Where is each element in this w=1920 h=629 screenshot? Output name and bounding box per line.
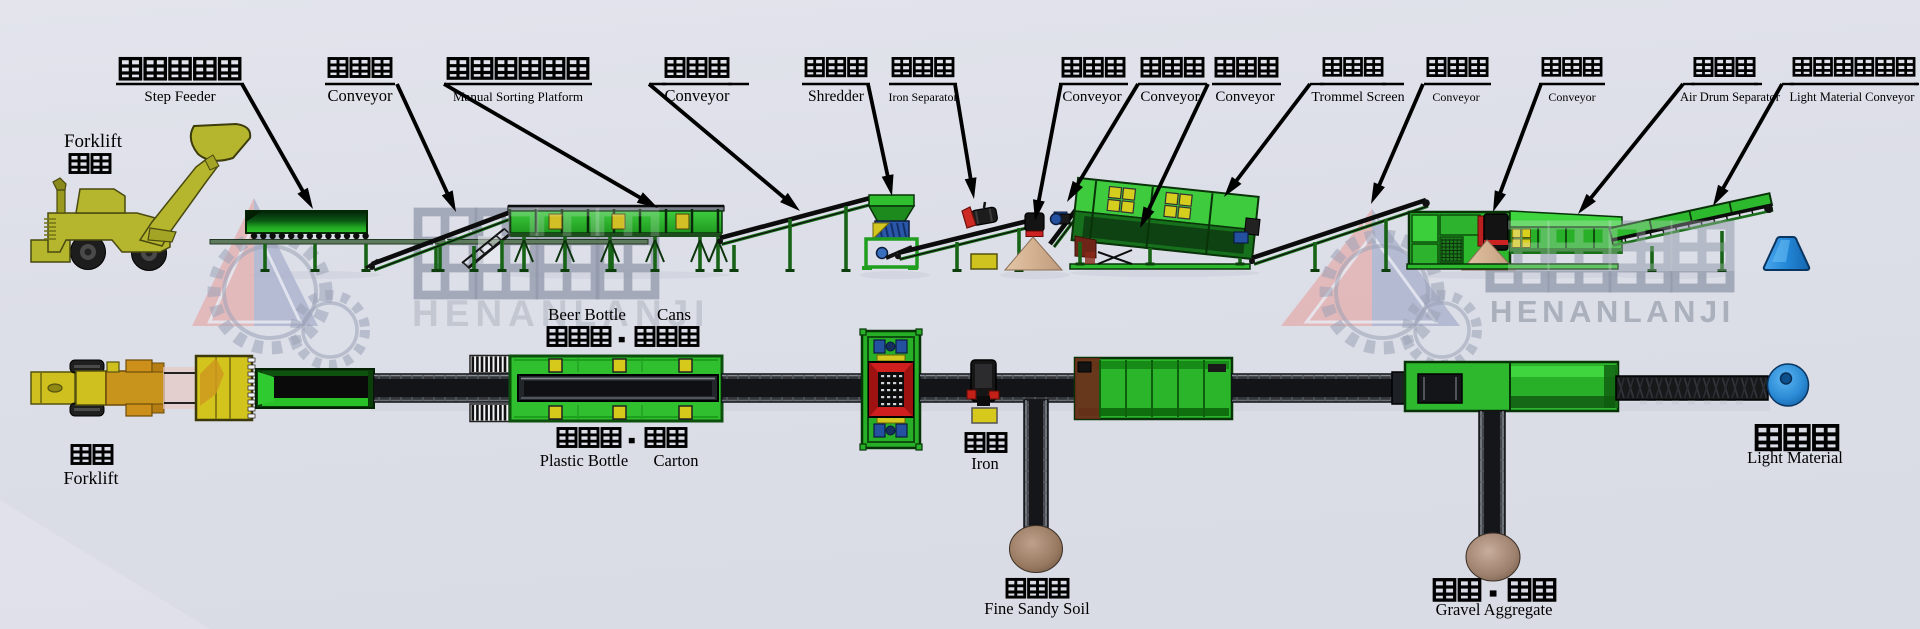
- svg-text:Conveyor: Conveyor: [1062, 89, 1121, 105]
- svg-text:Forklift: Forklift: [63, 468, 118, 488]
- svg-text:Cans: Cans: [657, 305, 691, 324]
- svg-text:Conveyor: Conveyor: [664, 86, 730, 105]
- svg-text:Beer Bottle: Beer Bottle: [548, 305, 626, 324]
- svg-text:Trommel Screen: Trommel Screen: [1311, 90, 1404, 105]
- svg-text:Iron Separator: Iron Separator: [889, 90, 958, 104]
- svg-text:Shredder: Shredder: [808, 88, 865, 105]
- svg-text:Conveyor: Conveyor: [1215, 89, 1274, 105]
- svg-text:Conveyor: Conveyor: [1548, 90, 1595, 104]
- svg-text:Light Material Conveyor: Light Material Conveyor: [1790, 90, 1916, 104]
- svg-text:Air Drum Separator: Air Drum Separator: [1680, 90, 1781, 104]
- svg-text:Step Feeder: Step Feeder: [144, 89, 215, 105]
- svg-text:Fine Sandy Soil: Fine Sandy Soil: [984, 599, 1090, 618]
- svg-text:Light Material: Light Material: [1747, 448, 1843, 467]
- svg-text:Iron: Iron: [971, 454, 999, 473]
- svg-text:Conveyor: Conveyor: [327, 86, 393, 105]
- svg-text:Gravel Aggregate: Gravel Aggregate: [1436, 600, 1553, 619]
- svg-text:Conveyor: Conveyor: [1432, 90, 1479, 104]
- svg-text:HENANLANJI: HENANLANJI: [1490, 294, 1735, 329]
- svg-text:Manual Sorting Platform: Manual Sorting Platform: [453, 89, 583, 104]
- svg-text:Forklift: Forklift: [64, 131, 123, 152]
- svg-text:Conveyor: Conveyor: [1140, 89, 1199, 105]
- svg-text:Carton: Carton: [654, 451, 699, 470]
- svg-text:Plastic Bottle: Plastic Bottle: [540, 451, 628, 470]
